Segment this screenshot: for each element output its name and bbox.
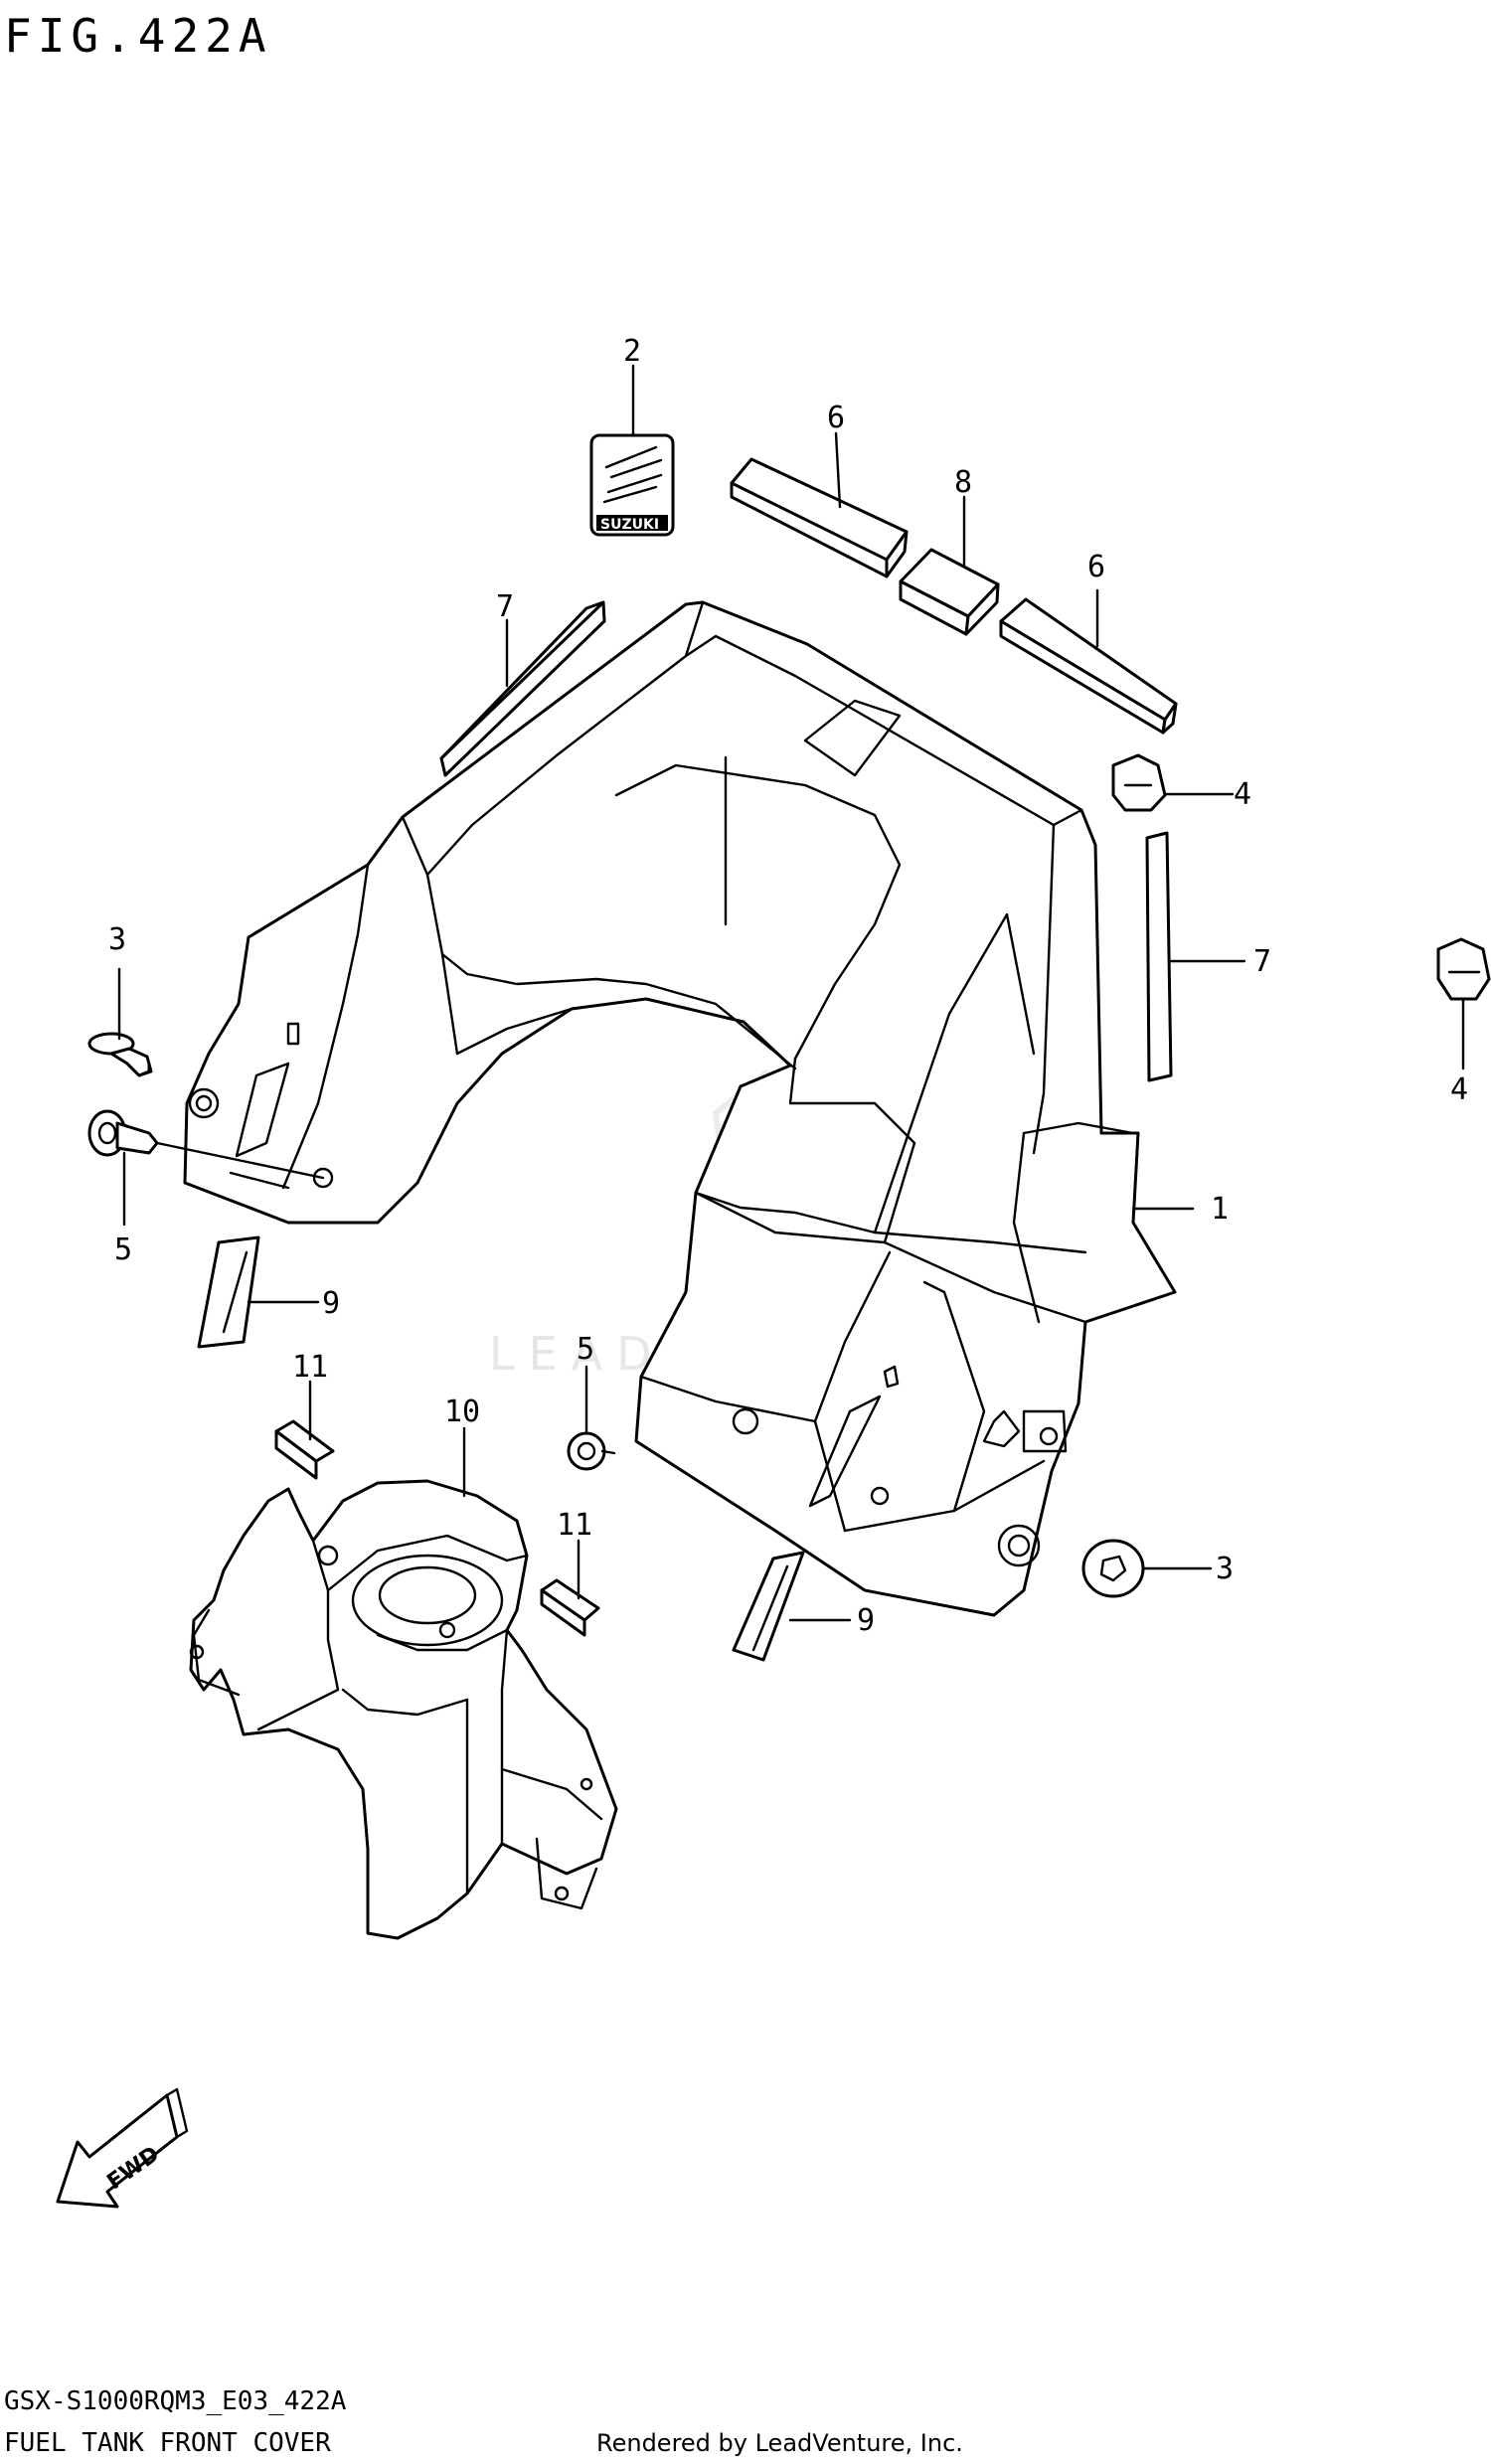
part-11-pad-lower[interactable] <box>540 1578 600 1637</box>
callout-5: 5 <box>577 1332 594 1367</box>
part-8-block[interactable] <box>899 548 1000 636</box>
part-6-strip-upper[interactable] <box>730 457 909 578</box>
callout-11: 11 <box>557 1508 592 1543</box>
callout-6: 6 <box>827 401 845 435</box>
callout-3: 3 <box>108 922 126 957</box>
part-4-clip-2[interactable] <box>1436 937 1491 1001</box>
callout-4: 4 <box>1450 1072 1468 1107</box>
callout-2: 2 <box>623 334 641 369</box>
callout-7: 7 <box>496 589 514 624</box>
callouts: 2 6 8 6 7 4 7 4 3 5 1 9 5 11 10 11 3 9 <box>108 334 1468 1638</box>
part-11-pad-upper[interactable] <box>274 1419 335 1480</box>
render-credit: Rendered by LeadVenture, Inc. <box>596 2429 963 2457</box>
figure-title: FIG.422A <box>4 9 272 63</box>
part-3-grommet-right[interactable] <box>1081 1539 1145 1598</box>
figure-caption: FUEL TANK FRONT COVER <box>4 2428 331 2458</box>
callout-5: 5 <box>114 1232 132 1267</box>
part-3-grommet-left[interactable] <box>87 1032 153 1077</box>
callout-4: 4 <box>1234 777 1251 812</box>
callout-10: 10 <box>444 1395 480 1429</box>
part-6-strip-lower[interactable] <box>999 597 1178 735</box>
part-7-strip-left[interactable] <box>439 600 606 777</box>
callout-9: 9 <box>322 1286 340 1321</box>
part-2-emblem[interactable]: SUZUKI <box>589 433 675 537</box>
callout-9: 9 <box>857 1603 875 1638</box>
callout-6: 6 <box>1087 550 1105 584</box>
emblem-text: SUZUKI <box>600 517 659 533</box>
callout-8: 8 <box>954 465 972 500</box>
fwd-arrow-icon: FWD <box>56 2087 189 2209</box>
callout-3: 3 <box>1216 1552 1234 1586</box>
part-5-nut-center[interactable] <box>567 1431 616 1471</box>
part-9-pad-left[interactable] <box>197 1235 260 1349</box>
part-5-bolt-left[interactable] <box>87 1109 325 1180</box>
leader-lines <box>117 364 1465 1622</box>
callout-1: 1 <box>1211 1192 1229 1227</box>
callout-11: 11 <box>292 1350 328 1385</box>
model-code: GSX-S1000RQM3_E03_422A <box>4 2386 347 2416</box>
part-10-lower-housing[interactable] <box>189 1479 618 1940</box>
callout-7: 7 <box>1253 944 1271 979</box>
part-9-pad-right[interactable] <box>732 1551 805 1662</box>
part-1-front-cover[interactable] <box>183 600 1177 1617</box>
part-7-strip-right[interactable] <box>1145 831 1173 1082</box>
part-4-clip-1[interactable] <box>1111 753 1167 812</box>
